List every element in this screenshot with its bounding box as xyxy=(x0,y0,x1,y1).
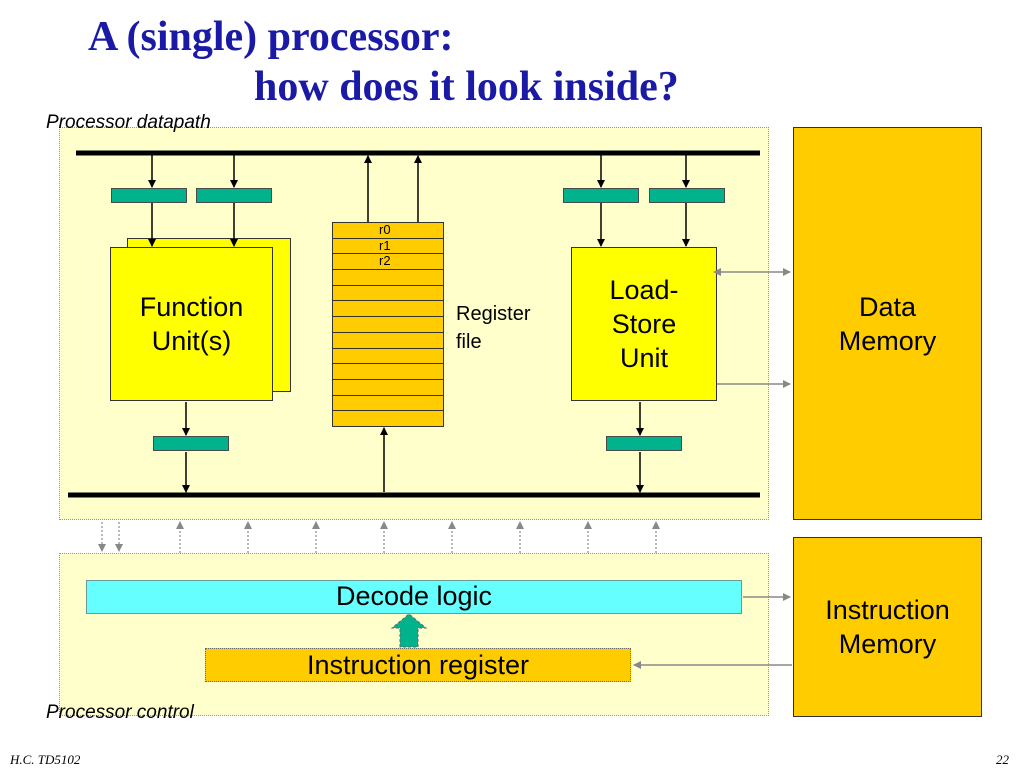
register-file: r0 r1 r2 xyxy=(332,222,444,427)
register-row-4 xyxy=(333,286,443,302)
processor-control-label: Processor control xyxy=(46,702,194,723)
decode-logic-box: Decode logic xyxy=(86,580,742,614)
instruction-memory-box: Instruction Memory xyxy=(793,537,982,717)
register-row-9 xyxy=(333,364,443,380)
fu-input-register-b xyxy=(196,188,272,203)
register-row-10 xyxy=(333,380,443,396)
register-row-5 xyxy=(333,301,443,318)
fu-output-register xyxy=(153,436,229,451)
lsu-input-register-a xyxy=(563,188,639,203)
register-row-8 xyxy=(333,349,443,365)
ireg-to-decode-arrow xyxy=(390,613,428,648)
register-row-3 xyxy=(333,270,443,286)
function-unit-box: Function Unit(s) xyxy=(110,247,273,401)
processor-datapath-label: Processor datapath xyxy=(46,112,211,133)
slide-title-line-2: how does it look inside? xyxy=(254,64,679,110)
control-signal-lines xyxy=(98,521,660,553)
load-store-unit-box: Load- Store Unit xyxy=(571,247,717,401)
lsu-input-register-b xyxy=(649,188,725,203)
register-file-label: Register file xyxy=(456,303,531,353)
footer-author: H.C. TD5102 xyxy=(10,752,81,767)
register-row-1: r1 xyxy=(333,238,443,255)
instruction-register-box: Instruction register xyxy=(205,648,631,682)
data-memory-box: Data Memory xyxy=(793,127,982,520)
slide-title-line-1: A (single) processor: xyxy=(88,14,454,60)
register-row-7 xyxy=(333,333,443,349)
register-row-6 xyxy=(333,317,443,333)
register-row-2: r2 xyxy=(333,254,443,271)
register-row-11 xyxy=(333,396,443,412)
footer-page-number: 22 xyxy=(996,752,1009,767)
register-row-0: r0 xyxy=(333,223,443,239)
lsu-output-register xyxy=(606,436,682,451)
fu-input-register-a xyxy=(111,188,187,203)
